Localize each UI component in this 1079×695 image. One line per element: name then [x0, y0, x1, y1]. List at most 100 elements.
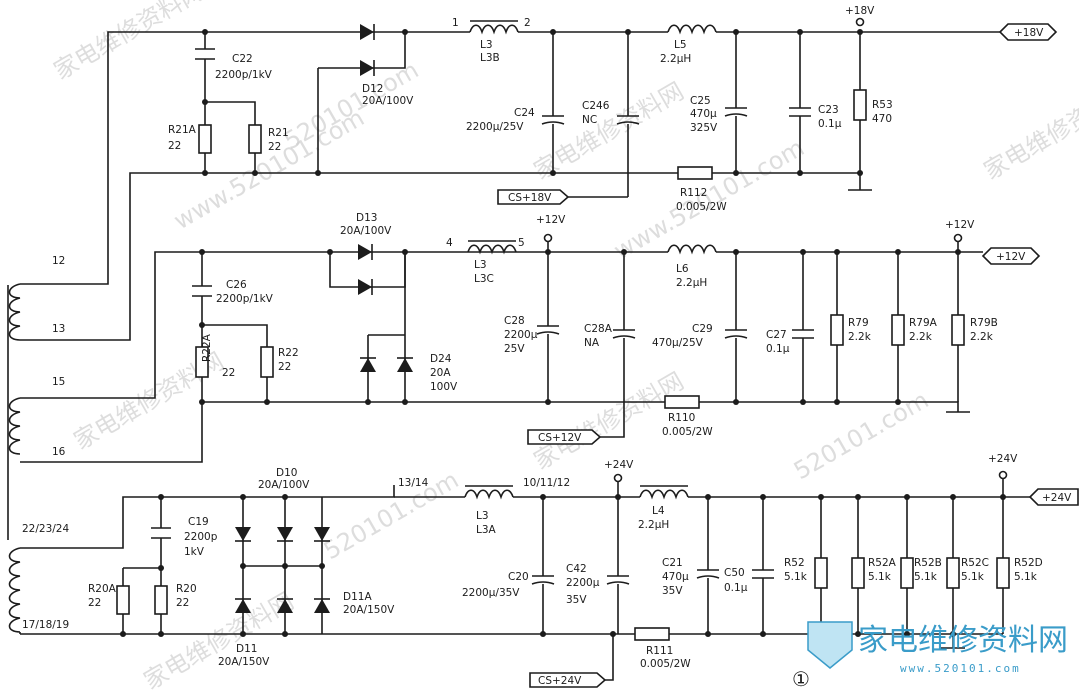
val-R53: 470 — [872, 113, 892, 125]
val-R79: 2.2k — [848, 331, 872, 343]
rail-label-24v: +24V — [604, 459, 634, 471]
val-C42: 2200μ — [566, 577, 600, 589]
section-18v — [20, 17, 1058, 341]
ref-D10: D10 — [276, 467, 297, 479]
ref-C28: C28 — [504, 315, 525, 327]
ref-R79: R79 — [848, 317, 869, 329]
ref-R110: R110 — [668, 412, 695, 424]
ref-L5: L5 — [674, 39, 687, 51]
val-C42: 35V — [566, 594, 587, 606]
ref-R20A: R20A — [88, 583, 117, 595]
ref-R52: R52 — [784, 557, 805, 569]
pin-label: 17/18/19 — [22, 619, 69, 631]
figure-number: ① — [792, 667, 810, 691]
transformer-secondary — [7, 283, 21, 634]
val-L6: 2.2μH — [676, 277, 707, 289]
brand-url: www.520101.com — [900, 662, 1021, 675]
ref-C22: C22 — [232, 53, 253, 65]
val-R79B: 2.2k — [970, 331, 994, 343]
sense-label-24v: CS+24V — [538, 675, 582, 687]
watermark-text: 家电维修资料网 — [49, 0, 208, 85]
watermark-text: 520101.com — [789, 386, 933, 486]
ref-D13: D13 — [356, 212, 377, 224]
ref-D12: D12 — [362, 83, 383, 95]
val-D11: 20A/150V — [218, 656, 270, 668]
brand-logo: 家电维修资料网 www.520101.com — [807, 621, 1068, 675]
ref-C29: C29 — [692, 323, 713, 335]
ref-C23: C23 — [818, 104, 839, 116]
val-D11A: 20A/150V — [343, 604, 395, 616]
val-R111: 0.005/2W — [640, 658, 691, 670]
ref-C26: C26 — [226, 279, 247, 291]
val-C23: 0.1μ — [818, 118, 842, 130]
ref-R79A: R79A — [909, 317, 938, 329]
watermark-text: 520101.com — [319, 466, 463, 566]
section-24v — [20, 470, 1079, 688]
val-C20: 2200μ/35V — [462, 587, 520, 599]
pin-label: 13/14 — [398, 477, 429, 489]
rail-output-18v: +18V — [1014, 27, 1044, 39]
ref-R52D: R52D — [1014, 557, 1043, 569]
val-C22: 2200p/1kV — [215, 69, 273, 81]
pin-label: 2 — [524, 17, 531, 29]
ref-C246: C246 — [582, 100, 610, 112]
ref-C24: C24 — [514, 107, 535, 119]
section-12v — [20, 233, 1041, 463]
val-R21A: 22 — [168, 140, 181, 152]
pin-label: 10/11/12 — [523, 477, 570, 489]
rail-output-12v: +12V — [996, 251, 1026, 263]
val-R79A: 2.2k — [909, 331, 933, 343]
val-R21: 22 — [268, 141, 281, 153]
val-C50: 0.1μ — [724, 582, 748, 594]
ref-C42: C42 — [566, 563, 587, 575]
ref-C27: C27 — [766, 329, 787, 341]
val-R20A: 22 — [88, 597, 101, 609]
val-C25: 470μ — [690, 108, 717, 120]
val-R20: 22 — [176, 597, 189, 609]
val-C25: 325V — [690, 122, 718, 134]
sense-label-12v: CS+12V — [538, 432, 582, 444]
ref-R79B: R79B — [970, 317, 998, 329]
pin-label: 12 — [52, 255, 65, 267]
ref-C21: C21 — [662, 557, 683, 569]
ref-R52A: R52A — [868, 557, 897, 569]
pin-label: 16 — [52, 446, 66, 458]
rail-label-18v: +18V — [845, 5, 875, 17]
val-C28A: NA — [584, 337, 600, 349]
val-C24: 2200μ/25V — [466, 121, 524, 133]
ref-D24: D24 — [430, 353, 452, 365]
rail-label-24v: +24V — [988, 453, 1018, 465]
val-R52A: 5.1k — [868, 571, 892, 583]
val-C29: 470μ/25V — [652, 337, 704, 349]
watermark-text: 家电维修资料网 — [979, 77, 1079, 185]
val-C19: 2200p — [184, 531, 218, 543]
ref-C20: C20 — [508, 571, 529, 583]
ref-R111: R111 — [646, 645, 673, 657]
labels: 12 13 15 16 22/23/24 17/18/19 13/14 10/1… — [22, 5, 1072, 691]
ref-R21: R21 — [268, 127, 289, 139]
val-R52B: 5.1k — [914, 571, 938, 583]
val-R22: 22 — [278, 361, 291, 373]
ref-L3: L3 — [476, 510, 489, 522]
ref-C28A: C28A — [584, 323, 613, 335]
ref-L4: L4 — [652, 505, 665, 517]
pin-label: 1 — [452, 17, 459, 29]
val-C26: 2200p/1kV — [216, 293, 274, 305]
pin-label: 13 — [52, 323, 65, 335]
rail-output-24v: +24V — [1042, 492, 1072, 504]
rail-label-12v: +12V — [536, 214, 566, 226]
val-R52C: 5.1k — [961, 571, 985, 583]
ref-R112: R112 — [680, 187, 707, 199]
ref-L6: L6 — [676, 263, 689, 275]
val-L3B: L3B — [480, 52, 500, 64]
brand-name: 家电维修资料网 — [858, 623, 1068, 658]
ref-R21A: R21A — [168, 124, 197, 136]
ref-R22A: R22A — [201, 333, 213, 362]
val-C19: 1kV — [184, 546, 205, 558]
val-L5: 2.2μH — [660, 53, 691, 65]
pin-label: 15 — [52, 376, 65, 388]
val-L3A: L3A — [476, 524, 497, 536]
ref-C25: C25 — [690, 95, 711, 107]
rail-label-12v: +12V — [945, 219, 975, 231]
